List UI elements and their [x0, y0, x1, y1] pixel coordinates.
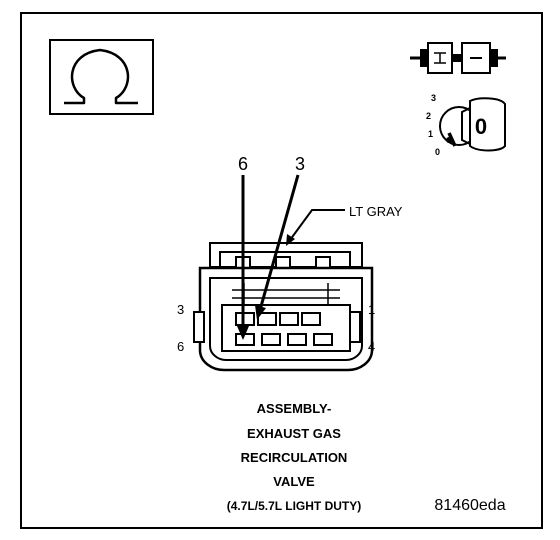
- ignition-position-label: 2: [426, 111, 431, 121]
- terminal-cavity: [261, 333, 281, 346]
- connector-housing: [193, 242, 374, 372]
- terminal-cavity: [235, 333, 255, 346]
- pin-number-label: 1: [368, 302, 375, 317]
- unplugged-connector-icon: [410, 42, 506, 74]
- caption-line: RECIRCULATION: [241, 450, 348, 465]
- caption-line: (4.7L/5.7L LIGHT DUTY): [227, 499, 361, 513]
- caption-line: ASSEMBLY-: [257, 401, 332, 416]
- pin-callout-label: 6: [238, 154, 248, 174]
- caption-line: EXHAUST GAS: [247, 426, 341, 441]
- terminal-cavity: [301, 312, 321, 326]
- terminal-cavity: [279, 312, 299, 326]
- diagram-frame: [20, 12, 543, 529]
- ohm-icon: [49, 39, 154, 115]
- pin-number-label: 4: [368, 339, 375, 354]
- component-caption: ASSEMBLY- EXHAUST GAS RECIRCULATION VALV…: [227, 401, 361, 513]
- terminal-row-top: [235, 312, 321, 326]
- wire-color-label: LT GRAY: [349, 204, 403, 219]
- terminal-cavity: [287, 333, 307, 346]
- caption-line: VALVE: [273, 474, 315, 489]
- ignition-key-label: 0: [475, 114, 487, 139]
- terminal-cavity: [313, 333, 333, 346]
- terminal-cavity: [235, 312, 255, 326]
- pin-number-label: 6: [177, 339, 184, 354]
- ignition-key-off-icon: 0 3 2 1 0: [426, 93, 506, 157]
- pin-number-label: 3: [177, 302, 184, 317]
- ignition-position-label: 1: [428, 129, 433, 139]
- terminal-cavity: [257, 312, 277, 326]
- ignition-position-label: 0: [435, 147, 440, 157]
- pin-callout-arrows: [237, 174, 345, 340]
- figure-id: 81460eda: [434, 497, 505, 514]
- ignition-position-label: 3: [431, 93, 436, 103]
- pin-callout-label: 3: [295, 154, 305, 174]
